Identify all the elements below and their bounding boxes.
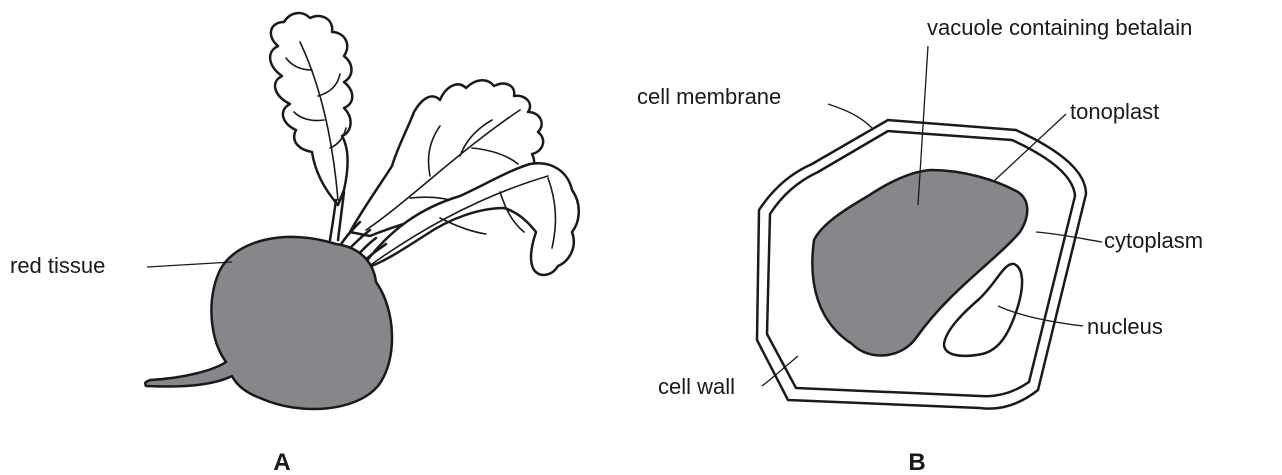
- leader-cell-membrane: [828, 104, 872, 128]
- leader-red-tissue: [147, 262, 232, 267]
- label-red-tissue: red tissue: [10, 253, 105, 278]
- label-cell-wall: cell wall: [658, 374, 735, 399]
- label-cell-membrane: cell membrane: [637, 84, 781, 109]
- label-vacuole: vacuole containing betalain: [927, 15, 1192, 40]
- label-cytoplasm: cytoplasm: [1104, 228, 1203, 253]
- beet-leaf-upright: [270, 13, 352, 205]
- beet-root-red-tissue: [145, 237, 392, 409]
- figure-a-beetroot: [145, 13, 579, 409]
- caption-a: A: [273, 449, 290, 475]
- figure-b-plant-cell: [757, 120, 1086, 409]
- caption-b: B: [908, 449, 925, 475]
- label-nucleus: nucleus: [1087, 314, 1163, 339]
- label-tonoplast: tonoplast: [1070, 99, 1159, 124]
